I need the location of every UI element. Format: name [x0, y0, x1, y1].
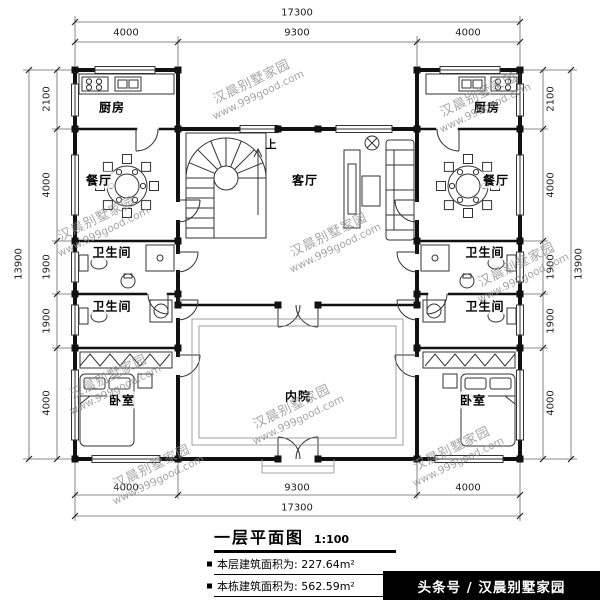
dim-bottom-seg-2: 9300: [284, 482, 310, 494]
dim-left-seg-1: 2100: [41, 86, 53, 112]
building-area-row: 本栋建筑面积为: 562.59m²: [207, 575, 396, 597]
building-area-label: 本栋建筑面积为:: [217, 580, 298, 593]
courtyard-paving: [191, 318, 404, 474]
bathroom-fixtures: [78, 244, 517, 325]
dimension-ticks: [25, 18, 575, 520]
dim-left-total: 13900: [13, 248, 25, 280]
dim-top-seg-2: 9300: [284, 27, 310, 39]
structural-piers: [71, 66, 524, 463]
living-room-furniture: [343, 135, 415, 241]
kitchen-fixtures: [78, 73, 521, 95]
interior-walls: [73, 127, 522, 350]
staircase: [185, 132, 267, 239]
building-area-value: 562.59m²: [301, 580, 355, 593]
windows: [71, 66, 524, 463]
dim-right-seg-2: 4000: [545, 172, 557, 198]
room-label-bath-right-2: 卫生间: [463, 297, 507, 315]
plan-title: 一层平面图: [214, 528, 305, 547]
dim-top-seg-1: 4000: [113, 27, 139, 39]
dim-right-seg-3: 1900: [545, 254, 557, 280]
dimension-lines: [23, 16, 577, 521]
room-label-bedroom-left: 卧室: [106, 391, 138, 409]
floor-area-label: 本层建筑面积为:: [217, 558, 298, 571]
dim-left-seg-4: 1900: [41, 308, 53, 334]
dim-top-total: 17300: [281, 7, 313, 19]
room-label-courtyard: 内院: [282, 387, 314, 405]
dim-left-seg-2: 4000: [41, 172, 53, 198]
dim-right-seg-1: 2100: [545, 86, 557, 112]
room-label-kitchen-left: 厨房: [96, 98, 128, 116]
room-label-dining-left: 餐厅: [83, 171, 115, 189]
room-label-bath-left-2: 卫生间: [90, 297, 134, 315]
corner-mark: [207, 583, 212, 588]
room-label-bath-right-1: 卫生间: [463, 243, 507, 261]
room-label-bath-left-1: 卫生间: [90, 243, 134, 261]
floor-area-value: 227.64m²: [301, 558, 355, 571]
room-label-living: 客厅: [289, 171, 321, 189]
corner-mark: [207, 561, 212, 566]
floor-area-row: 本层建筑面积为: 227.64m²: [207, 553, 396, 575]
stairs-up-label: 上: [265, 138, 277, 151]
dim-right-total: 13900: [573, 248, 585, 280]
bedroom-furniture: [79, 351, 516, 447]
room-label-dining-right: 餐厅: [480, 171, 512, 189]
dim-bottom-seg-1: 4000: [113, 482, 139, 494]
title-block: 一层平面图 1:100 本层建筑面积为: 227.64m² 本栋建筑面积为: 5…: [207, 524, 396, 597]
dim-bottom-total: 17300: [281, 502, 313, 514]
dim-top-seg-3: 4000: [455, 27, 481, 39]
channel-badge: 头条号 / 汉晨别墅家园: [383, 571, 600, 600]
plan-title-row: 一层平面图 1:100: [214, 524, 396, 553]
dim-left-seg-5: 4000: [41, 390, 53, 416]
dim-right-seg-4: 1900: [545, 308, 557, 334]
room-label-bedroom-right: 卧室: [457, 391, 489, 409]
dim-bottom-seg-3: 4000: [455, 482, 481, 494]
dim-right-seg-5: 4000: [545, 390, 557, 416]
room-label-kitchen-right: 厨房: [471, 98, 503, 116]
dim-left-seg-3: 1900: [41, 254, 53, 280]
plan-scale: 1:100: [314, 533, 350, 546]
